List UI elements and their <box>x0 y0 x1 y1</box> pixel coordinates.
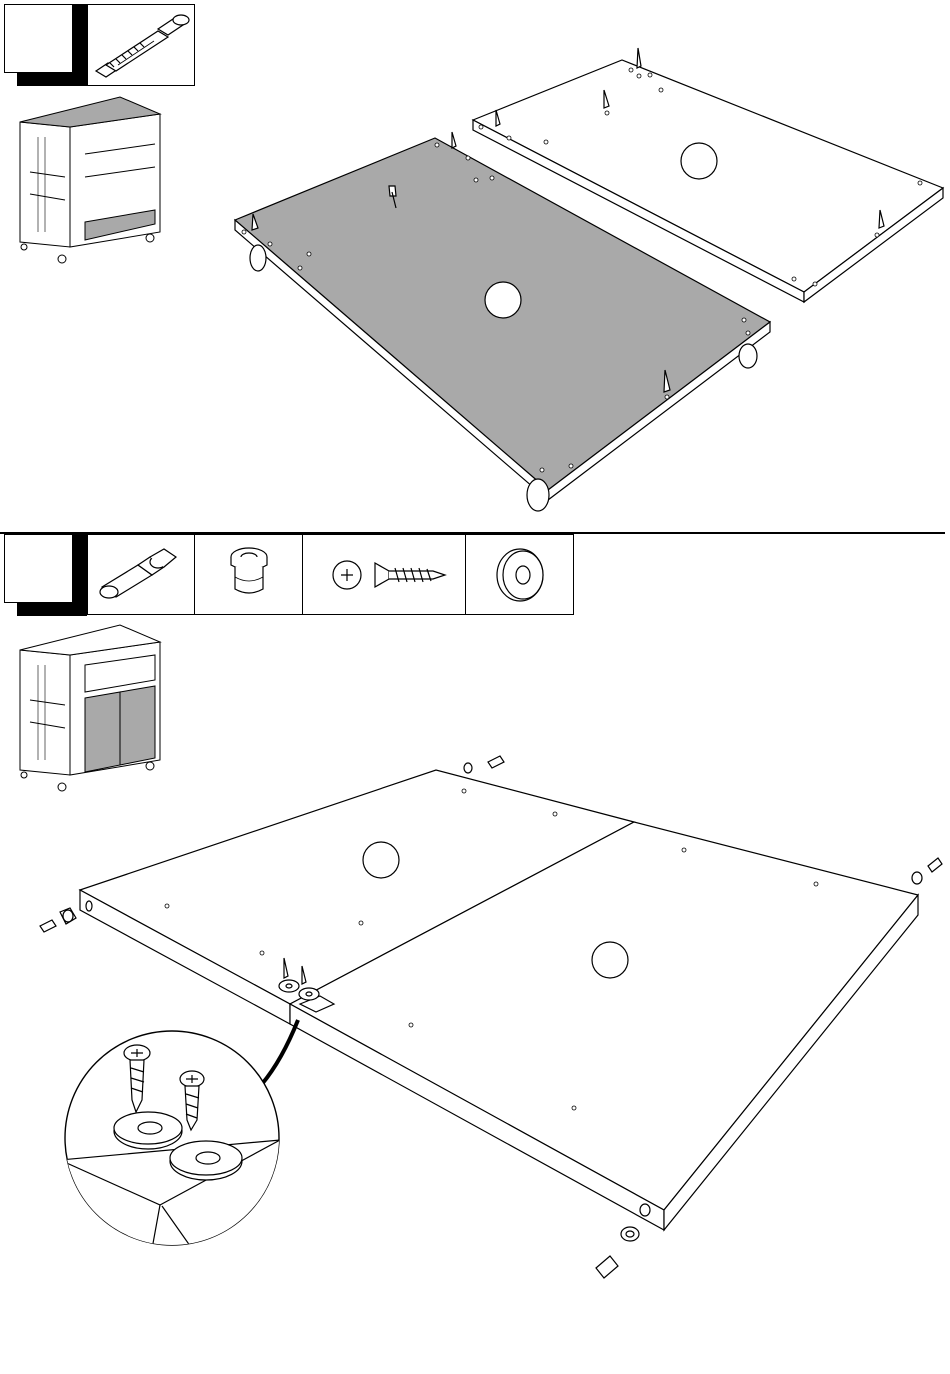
detail-zoom-circle <box>0 0 950 1374</box>
